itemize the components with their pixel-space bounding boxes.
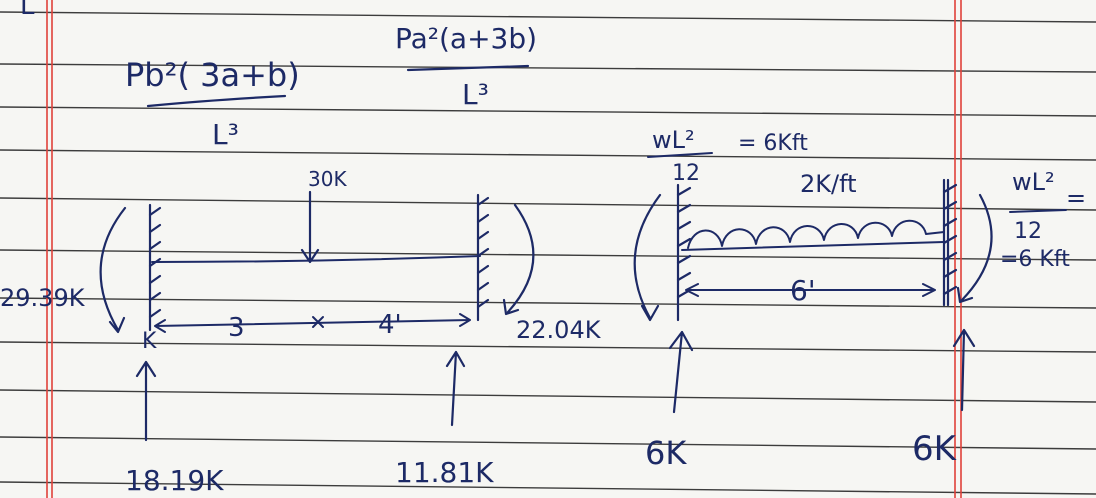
right-reaction-label: 6K	[912, 429, 958, 469]
left-moment-label: 29.39K	[0, 284, 86, 312]
fem-udl-side: wL² = 12 =6 Kft	[1000, 168, 1086, 272]
fem-left-numerator: Pb²( 3a+b)	[125, 56, 300, 94]
fraction-bar	[146, 94, 287, 108]
fraction-bar	[1009, 209, 1067, 213]
fem-udl-side-result: =6 Kft	[1000, 247, 1070, 272]
fem-udl-side-denominator: 12	[1014, 219, 1042, 244]
point-load-arrow	[300, 190, 320, 264]
right-moment-label: 22.04K	[516, 316, 602, 344]
fem-udl-side-eq: =	[1066, 184, 1086, 212]
fraction-bar	[406, 64, 530, 72]
ruled-lines	[0, 11, 1096, 495]
span-label: 6'	[790, 274, 816, 307]
beam-line	[681, 241, 945, 251]
fem-udl-top-result: = 6Kft	[738, 131, 808, 156]
midpoint-cross	[312, 316, 324, 328]
beam-line	[151, 255, 481, 263]
beam-1: 30K 29.39K 22.04K K 3 4' 18.19K 11.81K	[0, 167, 602, 497]
fraction-bar	[647, 152, 713, 158]
reaction-arrow-right	[445, 350, 466, 427]
dimension-line	[154, 313, 471, 333]
moment-arrow-left	[633, 193, 662, 322]
left-support-mark: K	[142, 329, 157, 354]
dimension-line	[685, 283, 936, 297]
moment-arrow-left	[99, 206, 127, 334]
left-reaction-label: 18.19K	[125, 464, 224, 497]
fem-udl-side-numerator: wL²	[1012, 168, 1055, 196]
fixed-support-left	[676, 183, 692, 322]
fem-udl-top-numerator: wL²	[652, 126, 695, 154]
fem-right-denominator: L³	[462, 78, 489, 111]
margin-lines	[46, 0, 962, 498]
fixed-support-right	[476, 193, 490, 322]
udl-loops	[687, 219, 945, 249]
fem-formula-left: Pb²( 3a+b) L³	[125, 56, 300, 151]
fem-formula-right: Pa²(a+3b) L³	[395, 22, 537, 111]
moment-arrow-right	[502, 203, 535, 316]
moment-arrow-right	[956, 193, 993, 304]
fem-right-numerator: Pa²(a+3b)	[395, 22, 537, 55]
corner-letter: L	[20, 0, 35, 21]
fem-left-denominator: L³	[212, 118, 239, 151]
reaction-arrow-right	[952, 328, 976, 412]
reaction-arrow-left	[135, 360, 157, 442]
beam-2: 2K/ft 6' 6K 6K	[633, 170, 993, 472]
left-reaction-label: 6K	[645, 434, 687, 472]
right-reaction-label: 11.81K	[395, 456, 494, 489]
reaction-arrow-left	[668, 330, 694, 414]
span-b-label: 4'	[378, 310, 402, 340]
fixed-support-left	[148, 203, 162, 332]
udl-label: 2K/ft	[800, 170, 857, 198]
point-load-label: 30K	[308, 167, 347, 191]
fem-udl-top: wL² 12 = 6Kft	[647, 126, 808, 186]
fem-udl-top-denominator: 12	[672, 161, 700, 186]
span-a-label: 3	[228, 313, 245, 343]
